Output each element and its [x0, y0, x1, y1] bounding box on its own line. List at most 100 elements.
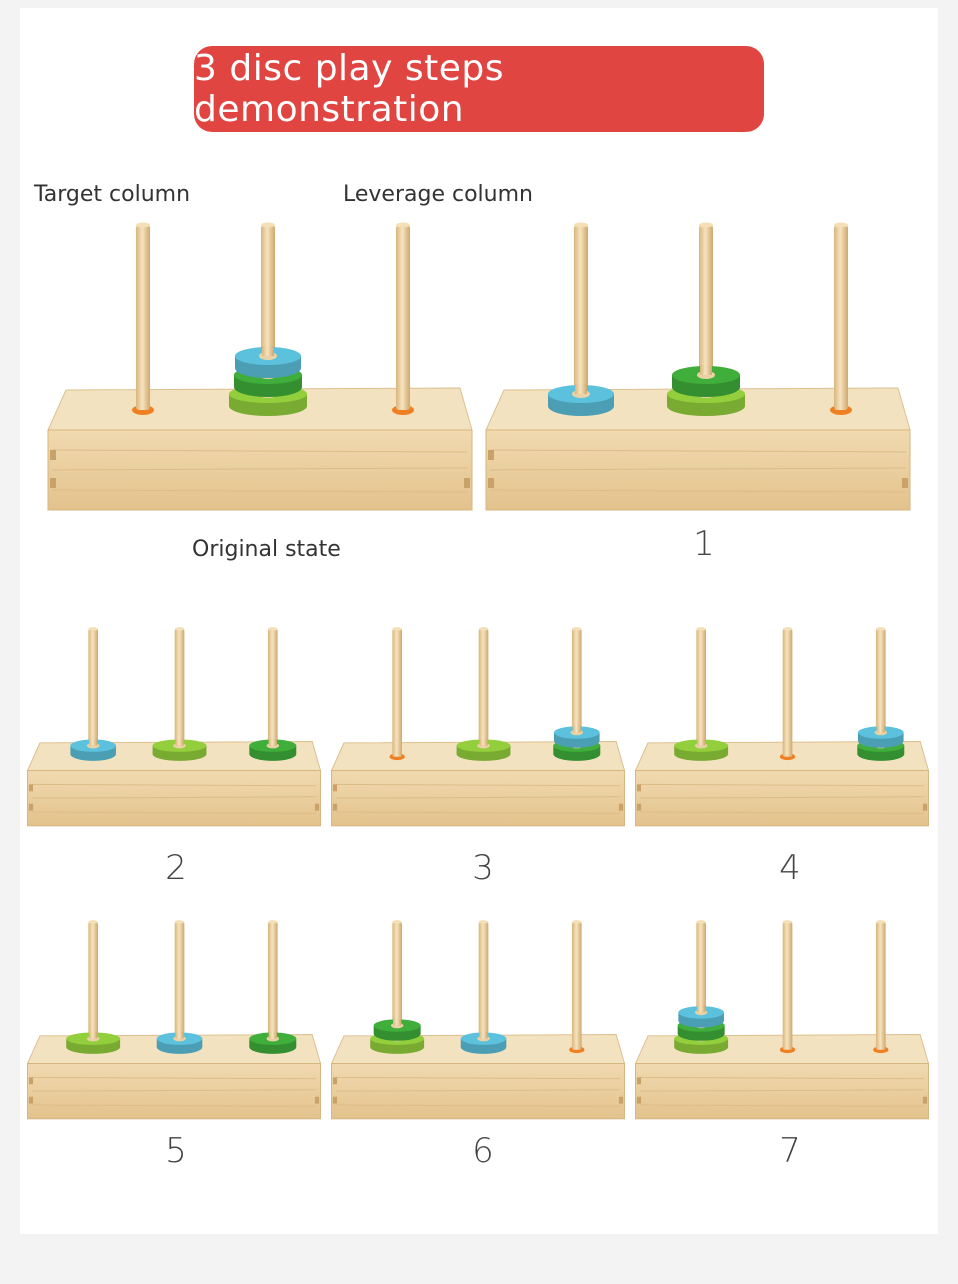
- wood-grain: [31, 796, 317, 799]
- peg-top: [174, 627, 185, 631]
- disc-small: [70, 739, 116, 761]
- scene-step-1: [478, 215, 918, 520]
- scene-original: [40, 215, 480, 520]
- peg-top: [392, 627, 402, 631]
- peg: [875, 628, 886, 757]
- peg: [479, 1031, 488, 1039]
- wood-grain: [335, 1076, 621, 1080]
- step-number-2: 2: [165, 848, 187, 888]
- scene-step-5: [22, 915, 326, 1127]
- peg: [699, 225, 713, 410]
- peg: [571, 921, 582, 1050]
- dovetail-joint: [28, 1077, 34, 1085]
- wood-grain: [639, 811, 925, 814]
- dovetail-joint: [50, 478, 56, 488]
- dovetail-joint: [922, 1096, 928, 1104]
- peg: [834, 225, 848, 410]
- peg: [267, 921, 278, 1050]
- disc-large: [674, 739, 729, 761]
- peg: [89, 1031, 98, 1039]
- peg: [478, 628, 489, 757]
- peg: [782, 921, 793, 1050]
- wood-grain: [31, 1076, 317, 1080]
- scene-step-4: [630, 622, 934, 834]
- wood-grain: [335, 796, 621, 799]
- peg-top: [782, 920, 793, 924]
- peg: [268, 738, 277, 746]
- peg: [876, 725, 885, 733]
- scene-step-7: [630, 915, 934, 1127]
- peg: [267, 628, 278, 757]
- peg-top: [834, 222, 848, 228]
- peg: [782, 628, 793, 757]
- step-number-1: 1: [693, 524, 715, 564]
- peg: [88, 921, 98, 1050]
- peg-top: [571, 627, 582, 631]
- peg-top: [696, 920, 706, 924]
- dovetail-joint: [488, 478, 494, 488]
- wood-grain: [31, 783, 317, 787]
- step-number-6: 6: [472, 1131, 494, 1171]
- dovetail-joint: [332, 803, 338, 811]
- peg-top: [571, 920, 582, 924]
- wood-grain: [639, 1076, 925, 1080]
- step-number-4: 4: [779, 848, 801, 888]
- step-number-3: 3: [472, 848, 494, 888]
- dovetail-joint: [28, 784, 34, 792]
- peg: [571, 628, 582, 757]
- step-number-5: 5: [165, 1131, 187, 1171]
- wood-grain: [51, 467, 469, 471]
- peg: [392, 628, 402, 757]
- dovetail-joint: [332, 784, 338, 792]
- dovetail-joint: [332, 1077, 338, 1085]
- dovetail-joint: [314, 803, 320, 811]
- peg: [175, 738, 184, 746]
- peg-top: [267, 920, 278, 924]
- peg: [88, 628, 98, 757]
- peg-top: [875, 920, 886, 924]
- peg-top: [696, 627, 706, 631]
- disc-large: [456, 739, 511, 761]
- peg: [697, 738, 706, 746]
- peg: [89, 738, 98, 746]
- dovetail-joint: [922, 803, 928, 811]
- wood-grain: [335, 811, 621, 814]
- dovetail-joint: [636, 803, 642, 811]
- dovetail-joint: [28, 1096, 34, 1104]
- scene-step-2: [22, 622, 326, 834]
- peg-top: [782, 627, 793, 631]
- peg-top: [875, 627, 886, 631]
- peg: [174, 628, 185, 757]
- dovetail-joint: [636, 1077, 642, 1085]
- peg-top: [261, 222, 275, 228]
- peg: [393, 1018, 402, 1026]
- wood-grain: [31, 1089, 317, 1092]
- wood-grain: [51, 449, 469, 453]
- dovetail-joint: [902, 478, 908, 488]
- peg: [262, 346, 274, 356]
- dovetail-joint: [618, 1096, 624, 1104]
- wood-grain: [31, 1104, 317, 1107]
- peg-top: [478, 920, 489, 924]
- peg-top: [88, 920, 98, 924]
- peg-top: [136, 222, 150, 228]
- dovetail-joint: [636, 784, 642, 792]
- disc-medium: [249, 739, 297, 761]
- target-column-label: Target column: [34, 182, 191, 207]
- peg: [575, 384, 587, 394]
- wood-grain: [489, 467, 907, 471]
- wood-grain: [639, 1104, 925, 1107]
- dovetail-joint: [28, 803, 34, 811]
- dovetail-joint: [314, 1096, 320, 1104]
- peg: [396, 225, 410, 410]
- peg: [174, 921, 185, 1050]
- peg-top: [88, 627, 98, 631]
- wood-grain: [51, 489, 469, 493]
- peg: [700, 365, 712, 375]
- dovetail-joint: [618, 803, 624, 811]
- scene-step-6: [326, 915, 630, 1127]
- peg: [136, 225, 150, 410]
- leverage-column-label: Leverage column: [343, 182, 533, 207]
- dovetail-joint: [636, 1096, 642, 1104]
- wood-grain: [335, 1104, 621, 1107]
